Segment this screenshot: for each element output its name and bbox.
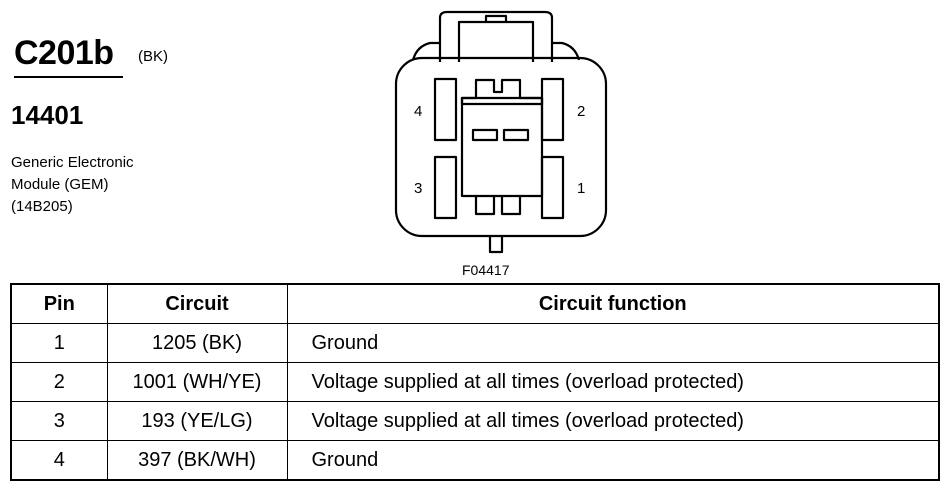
pin-label-4: 4 xyxy=(414,103,422,120)
connector-key xyxy=(488,236,504,254)
pin-label-3: 3 xyxy=(414,180,422,197)
cell-function: Voltage supplied at all times (overload … xyxy=(286,362,940,402)
pin-label-2: 2 xyxy=(577,103,585,120)
cell-pin: 1 xyxy=(10,323,108,363)
figure-id: F04417 xyxy=(462,262,510,278)
cell-circuit: 397 (BK/WH) xyxy=(106,440,288,481)
cell-function: Ground xyxy=(286,323,940,363)
cell-pin: 3 xyxy=(10,401,108,441)
connector-latch-tab xyxy=(484,14,508,22)
cell-pin: 4 xyxy=(10,440,108,481)
header-circuit: Circuit xyxy=(106,283,288,324)
module-description: Generic Electronic Module (GEM) (14B205) xyxy=(11,152,134,218)
connector-face-diagram: 4 2 3 1 xyxy=(394,10,608,254)
center-cavity xyxy=(460,96,544,198)
module-line-2: Module (GEM) xyxy=(11,176,109,193)
terminal-pin-4 xyxy=(433,77,458,142)
cell-circuit: 193 (YE/LG) xyxy=(106,401,288,441)
header-function: Circuit function xyxy=(286,283,940,324)
table-row: 3 193 (YE/LG) Voltage supplied at all ti… xyxy=(10,401,940,441)
table-row: 1 1205 (BK) Ground xyxy=(10,323,940,363)
cell-function: Ground xyxy=(286,440,940,481)
module-line-1: Generic Electronic xyxy=(11,154,134,171)
cell-circuit: 1205 (BK) xyxy=(106,323,288,363)
title-underline xyxy=(14,76,123,78)
cell-pin: 2 xyxy=(10,362,108,402)
center-housing xyxy=(460,78,544,106)
table-header-row: Pin Circuit Circuit function xyxy=(10,283,940,324)
terminal-pin-2 xyxy=(540,77,565,142)
center-housing-bottom xyxy=(474,196,522,216)
part-number: 14401 xyxy=(11,100,84,130)
cell-function: Voltage supplied at all times (overload … xyxy=(286,401,940,441)
connector-ear-left xyxy=(411,41,440,61)
connector-latch xyxy=(438,10,554,62)
connector-color: (BK) xyxy=(138,48,168,65)
center-slot-right xyxy=(502,128,530,142)
table-row: 2 1001 (WH/YE) Voltage supplied at all t… xyxy=(10,362,940,402)
header-pin: Pin xyxy=(10,283,108,324)
cell-circuit: 1001 (WH/YE) xyxy=(106,362,288,402)
table-row: 4 397 (BK/WH) Ground xyxy=(10,440,940,481)
center-slot-left xyxy=(471,128,499,142)
module-line-3: (14B205) xyxy=(11,198,73,215)
connector-latch-inner xyxy=(457,20,535,62)
connector-id: C201b xyxy=(14,34,114,72)
terminal-pin-1 xyxy=(540,155,565,220)
terminal-pin-3 xyxy=(433,155,458,220)
pinout-table: Pin Circuit Circuit function 1 1205 (BK)… xyxy=(10,283,940,481)
pin-label-1: 1 xyxy=(577,180,585,197)
